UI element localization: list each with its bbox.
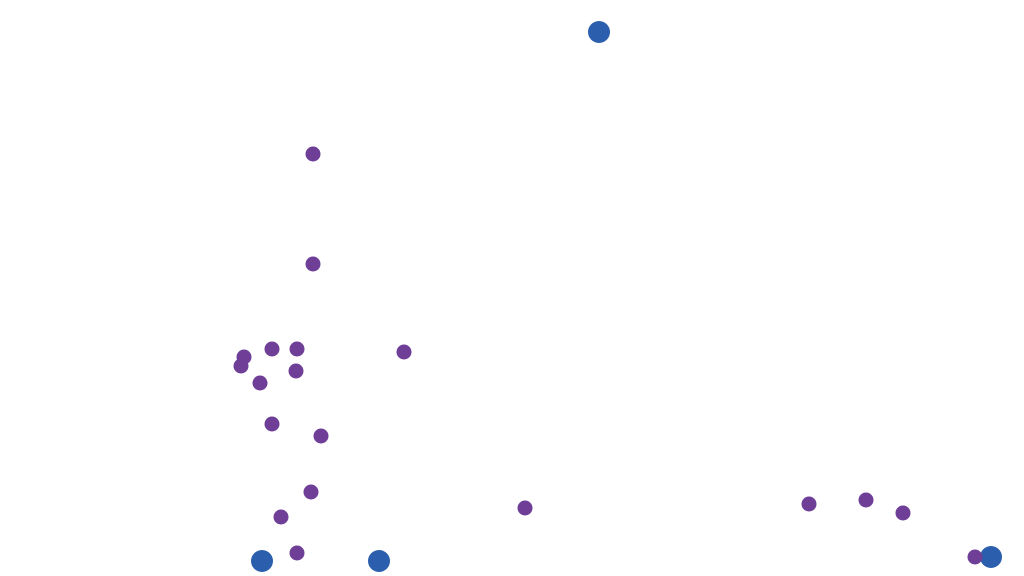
data-point-1-10 xyxy=(313,428,329,444)
data-point-0-2 xyxy=(368,550,390,572)
data-point-0-0 xyxy=(588,21,610,43)
data-point-1-4 xyxy=(264,341,280,357)
data-point-1-18 xyxy=(967,549,983,565)
data-point-0-3 xyxy=(980,546,1002,568)
data-point-1-8 xyxy=(396,344,412,360)
data-point-1-9 xyxy=(264,416,280,432)
data-point-1-5 xyxy=(289,341,305,357)
data-point-1-12 xyxy=(273,509,289,525)
data-point-1-15 xyxy=(801,496,817,512)
data-point-1-14 xyxy=(517,500,533,516)
data-point-1-3 xyxy=(233,358,249,374)
series-0 xyxy=(251,21,1002,572)
data-point-1-17 xyxy=(895,505,911,521)
data-point-1-16 xyxy=(858,492,874,508)
data-point-1-7 xyxy=(288,363,304,379)
series-1 xyxy=(233,146,983,565)
data-point-1-11 xyxy=(303,484,319,500)
points-layer xyxy=(233,21,1002,572)
data-point-0-1 xyxy=(251,550,273,572)
data-point-1-6 xyxy=(252,375,268,391)
data-point-1-13 xyxy=(289,545,305,561)
data-point-1-1 xyxy=(305,256,321,272)
data-point-1-0 xyxy=(305,146,321,162)
